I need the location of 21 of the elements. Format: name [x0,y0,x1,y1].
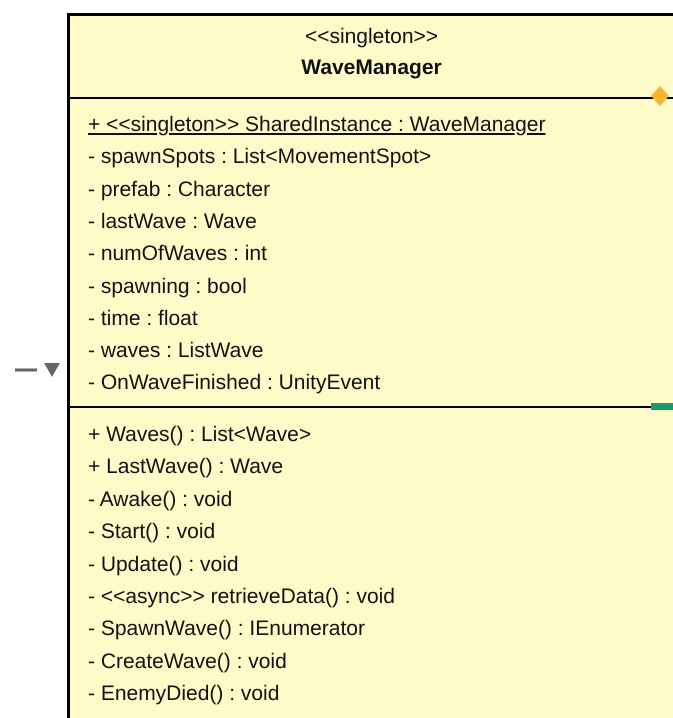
method: + LastWave() : Wave [88,454,284,480]
stereotype: <<singleton>> [304,24,440,50]
attribute: - prefab : Character [88,176,270,203]
method: - SpawnWave() : IEnumerator [88,616,365,642]
attribute: - lastWave : Wave [88,208,257,235]
attribute: + <<singleton>> SharedInstance : WaveManager [88,112,546,138]
method: - Update() : void [88,552,239,578]
attribute: - waves : ListWave [88,338,264,364]
class-box [67,13,673,718]
attribute: - numOfWaves : int [88,241,267,268]
attribute: - spawnSpots : List<MovementSpot> [88,144,432,170]
method: - Start() : void [88,519,216,546]
method: - CreateWave() : void [88,648,287,675]
method: + Waves() : List<Wave> [88,422,312,448]
attribute: - OnWaveFinished : UnityEvent [88,370,380,396]
method: - EnemyDied() : void [88,681,280,708]
attribute: - time : float [88,306,198,332]
method: - <<async>> retrieveData() : void [88,584,395,610]
class-name: WaveManager [300,55,443,81]
method: - Awake() : void [88,486,232,513]
attribute: - spawning : bool [88,274,247,300]
